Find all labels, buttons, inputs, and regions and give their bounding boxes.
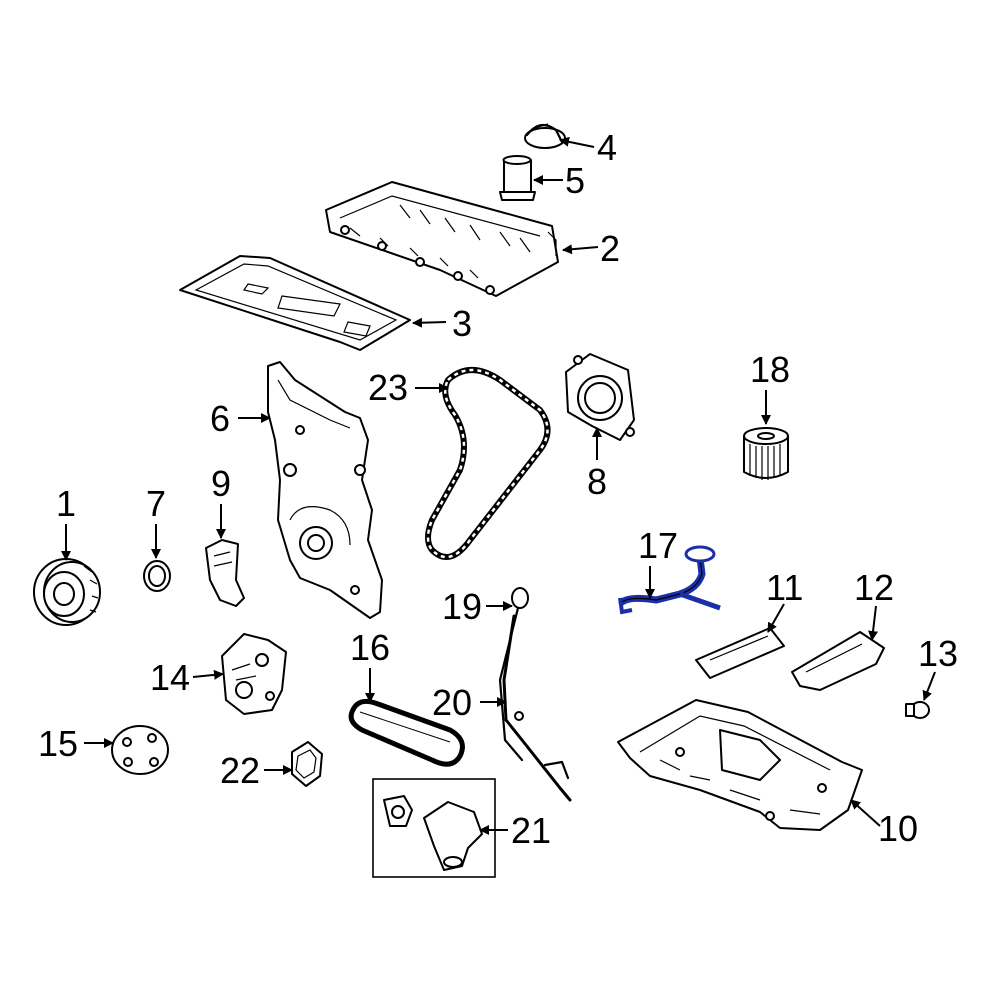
callout-20: 20 xyxy=(432,682,472,723)
valve-cover-gasket-part xyxy=(179,255,411,351)
oil-baffle-part xyxy=(695,627,785,679)
leader-lines xyxy=(61,136,936,835)
timing-cover-part xyxy=(267,361,383,619)
dipstick-tube-part xyxy=(502,614,572,802)
oil-filler-cap-part xyxy=(524,123,566,149)
callout-5: 5 xyxy=(565,160,585,201)
callout-15: 15 xyxy=(38,723,78,764)
callout-13: 13 xyxy=(918,633,958,674)
windage-tray-part xyxy=(791,631,885,691)
callout-16: 16 xyxy=(350,627,390,668)
oil-pickup-tube-part xyxy=(618,545,721,615)
callout-9: 9 xyxy=(211,463,231,504)
callout-labels: 1 2 3 4 5 6 7 8 9 10 11 12 13 14 15 16 1… xyxy=(38,127,958,851)
pump-gasket-part xyxy=(291,741,323,787)
front-seal-part xyxy=(143,560,171,592)
drain-plug-part xyxy=(905,701,930,719)
callout-14: 14 xyxy=(150,657,190,698)
callout-23: 23 xyxy=(368,367,408,408)
callout-11: 11 xyxy=(766,567,803,608)
oil-pump-part xyxy=(221,633,287,715)
callout-1: 1 xyxy=(56,483,76,524)
callout-10: 10 xyxy=(878,808,918,849)
filler-neck-part xyxy=(499,155,536,201)
valve-cover-part xyxy=(325,181,559,297)
callout-22: 22 xyxy=(220,750,260,791)
callout-21: 21 xyxy=(511,810,551,851)
callout-18: 18 xyxy=(750,349,790,390)
callout-17: 17 xyxy=(638,525,678,566)
oil-pan-part xyxy=(617,699,863,831)
crank-pulley-part xyxy=(33,558,101,626)
callout-7: 7 xyxy=(146,483,166,524)
callout-19: 19 xyxy=(442,586,482,627)
callout-6: 6 xyxy=(210,398,230,439)
callout-2: 2 xyxy=(600,228,620,269)
callout-12: 12 xyxy=(854,567,894,608)
oil-filter-part xyxy=(743,427,789,480)
chain-guide-part xyxy=(205,539,245,607)
callout-4: 4 xyxy=(597,127,617,168)
callout-3: 3 xyxy=(452,303,472,344)
callout-8: 8 xyxy=(587,461,607,502)
timing-chain-part xyxy=(425,367,551,561)
thermostat-box xyxy=(372,778,496,878)
crank-seal-retainer-part xyxy=(565,353,635,441)
pump-sprocket-part xyxy=(111,725,169,775)
